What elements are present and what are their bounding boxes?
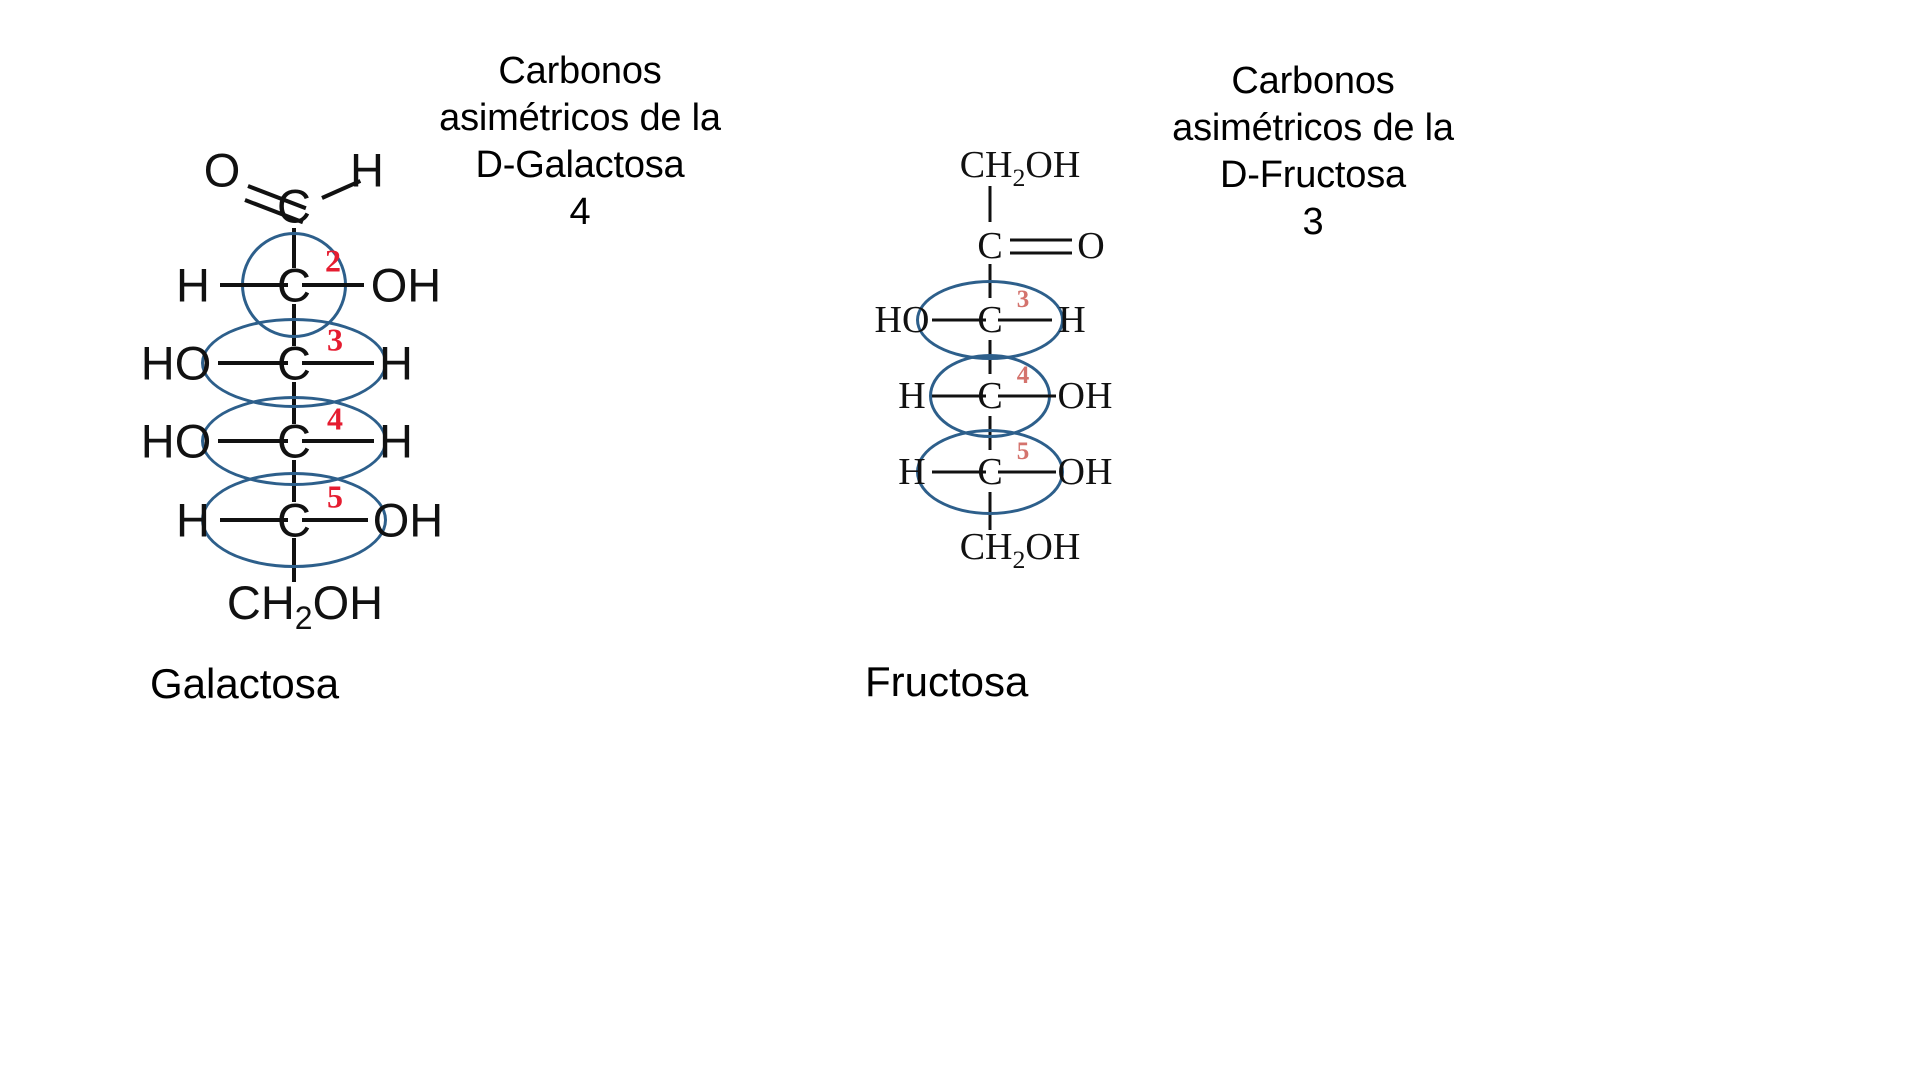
fructose-asymmetric-count: 3 [1302,201,1324,243]
galactose-bond-c2-left [220,283,288,287]
fructose-caption: Carbonos asimétricos de la D-Fructosa 3 [1148,58,1478,246]
galactose-c4-carbon: C [277,414,311,468]
galactose-c2-left-group: H [176,258,210,312]
galactose-bond-c4-left [218,439,288,443]
fructose-ketone-double-bond-top [1010,238,1072,242]
fructose-label: Fructosa [865,658,1029,705]
galactose-fischer-projection: O H C H C OH 2 HO C H 3 HO C [130,128,480,638]
galactose-bond-c2-right [302,283,364,287]
fructose-c4-right-group: OH [1057,375,1113,417]
galactose-c4-right-group: H [379,414,413,468]
galactose-terminal-oh: OH [312,575,384,629]
galactose-bond-c5-right [302,518,368,522]
galactose-terminal-ch2oh: CH2OH [227,575,383,637]
galactose-bond-c4-right [302,439,374,443]
fructose-c5-right-group: OH [1057,451,1113,493]
fructose-top-ch2oh: CH2OH [960,143,1081,193]
galactose-terminal-subscript: 2 [294,600,313,637]
fructose-top-subscript: 2 [1012,162,1026,192]
galactose-carbon-number-3: 3 [327,321,343,358]
fructose-carbon-number-4: 4 [1016,362,1030,389]
fructose-ketone-oxygen: O [1077,225,1105,267]
fructose-bond-c3-right [998,318,1052,322]
fructose-top-oh: OH [1025,144,1081,187]
fructose-c3-right-group: H [1058,299,1086,341]
fructose-carbon-number-3: 3 [1016,286,1030,313]
fructose-c4-carbon: C [977,375,1003,417]
fructose-bottom-c: CH [959,526,1013,569]
galactose-asymmetric-count: 4 [569,191,591,233]
galactose-carbon-number-5: 5 [327,478,343,515]
galactose-c5-left-group: H [176,493,210,547]
galactose-terminal-c: CH [226,575,295,629]
galactose-bond-c3-right [302,361,374,365]
galactose-c4-left-group: HO [140,414,212,468]
galactose-carbon-number-2: 2 [325,242,341,279]
galactose-aldehyde-hydrogen: H [350,143,384,197]
fructose-bond-c3-left [932,318,986,322]
galactose-label: Galactosa [150,660,340,707]
galactose-c3-left-group: HO [140,336,212,390]
galactose-caption: Carbonos asimétricos de la D-Galactosa 4 [420,48,740,236]
galactose-c3-carbon: C [277,336,311,390]
fructose-bottom-oh: OH [1025,526,1081,569]
fructose-bottom-ch2oh: CH2OH [960,525,1081,575]
galactose-c5-right-group: OH [372,493,444,547]
fructose-bond-c5-left [932,470,986,474]
fructose-caption-text: Carbonos asimétricos de la D-Fructosa [1172,60,1454,196]
fructose-bond-c5-right [998,470,1056,474]
fructose-bond-c1-c2 [988,186,992,222]
galactose-carbon-number-4: 4 [327,400,343,437]
fructose-ketone-double-bond-bottom [1010,251,1072,255]
fructose-bottom-subscript: 2 [1012,544,1026,574]
fructose-fischer-projection: CH2OH C O HO C H 3 H C OH 4 H C OH [860,128,1150,598]
galactose-caption-text: Carbonos asimétricos de la D-Galactosa [439,50,721,186]
galactose-carbonyl-oxygen: O [203,143,241,197]
galactose-c5-carbon: C [277,493,311,547]
fructose-c3-left-group: HO [874,299,930,341]
galactose-c2-right-group: OH [370,258,442,312]
fructose-ketone-carbon: C [977,225,1003,267]
galactose-bond-c5-left [220,518,288,522]
fructose-c5-left-group: H [898,451,926,493]
fructose-c4-left-group: H [898,375,926,417]
galactose-bond-c3-left [218,361,288,365]
galactose-c3-right-group: H [379,336,413,390]
fructose-top-c: CH [959,144,1013,187]
galactose-c2-carbon: C [277,258,311,312]
fructose-bond-c4-left [932,394,986,398]
fructose-c3-carbon: C [977,299,1003,341]
fructose-c5-carbon: C [977,451,1003,493]
fructose-asymmetric-ring-5 [916,429,1064,515]
fructose-bond-c4-right [998,394,1056,398]
fructose-carbon-number-5: 5 [1016,438,1030,465]
galactose-asymmetric-ring-5 [201,472,387,568]
